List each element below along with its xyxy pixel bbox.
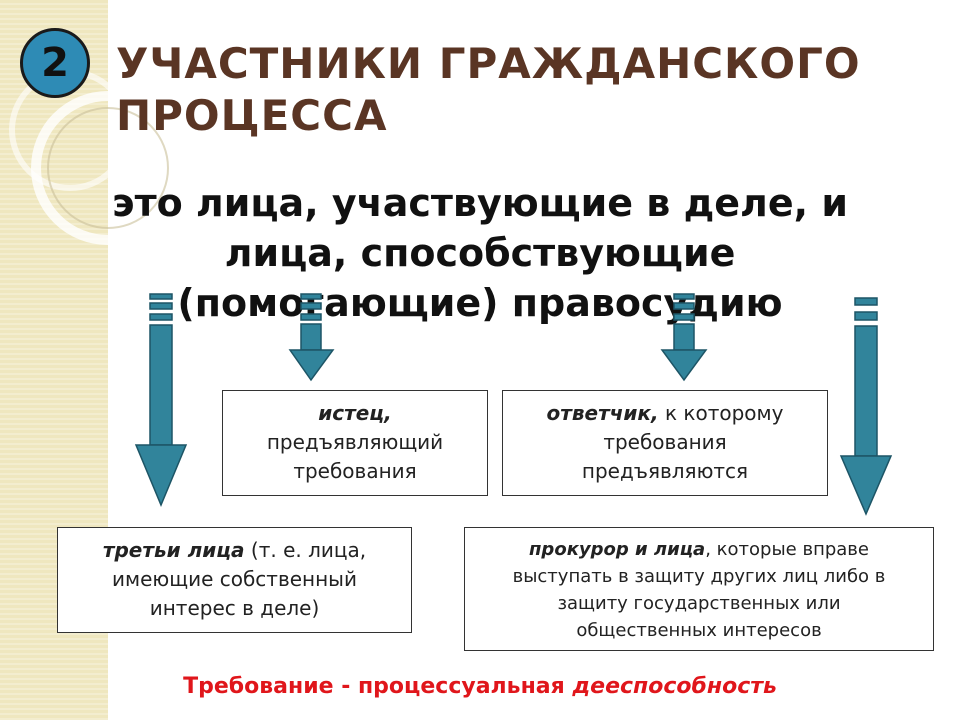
prosecutor-line-1-rest: , которые вправе	[705, 539, 869, 560]
defendant-line-1-rest: к которому	[658, 401, 784, 425]
third-parties-line-2: имеющие собственный	[112, 567, 357, 591]
slide-number: 2	[41, 40, 69, 86]
arrow-down-icon	[288, 293, 335, 382]
defendant-line-3: предъявляются	[581, 459, 749, 483]
prosecutor-term: прокурор и лица	[529, 539, 706, 560]
third-parties-term: третьи лица	[102, 538, 245, 562]
arrow-down-icon	[660, 293, 708, 382]
third-parties-box: третьи лица (т. е. лица, имеющие собстве…	[57, 527, 412, 633]
plaintiff-term: истец,	[318, 401, 392, 425]
third-parties-line-3: интерес в деле)	[149, 596, 320, 620]
prosecutor-line-2: выступать в защиту других лиц либо в	[512, 566, 886, 587]
definition-line-1: это лица, участвующие в деле, и	[112, 181, 848, 225]
plaintiff-line-3: требования	[293, 459, 417, 483]
defendant-line-2: требования	[603, 430, 727, 454]
title-line-2: ПРОЦЕССА	[116, 91, 388, 140]
plaintiff-box: истец, предъявляющий требования	[222, 390, 488, 496]
arrow-down-icon	[134, 293, 188, 507]
title-line-1: УЧАСТНИКИ ГРАЖДАНСКОГО	[116, 39, 861, 88]
defendant-term: ответчик,	[546, 401, 659, 425]
third-parties-line-1-rest: (т. е. лица,	[244, 538, 367, 562]
prosecutor-line-4: общественных интересов	[576, 620, 822, 641]
prosecutor-line-3: защиту государственных или	[557, 593, 841, 614]
arrow-down-icon	[839, 297, 893, 516]
slide-title: УЧАСТНИКИ ГРАЖДАНСКОГО ПРОЦЕССА	[116, 38, 936, 142]
footer-note: Требование - процессуальная дееспособнос…	[0, 674, 960, 699]
footer-text: Требование - процессуальная	[183, 674, 573, 699]
plaintiff-line-2: предъявляющий	[266, 430, 444, 454]
prosecutor-box: прокурор и лица, которые вправе выступат…	[464, 527, 934, 651]
slide-number-badge: 2	[20, 28, 90, 98]
defendant-box: ответчик, к которому требования предъявл…	[502, 390, 828, 496]
definition-text: это лица, участвующие в деле, и лица, сп…	[30, 178, 930, 328]
footer-emphasis: дееспособность	[572, 674, 777, 699]
definition-line-2: лица, способствующие	[224, 231, 736, 275]
